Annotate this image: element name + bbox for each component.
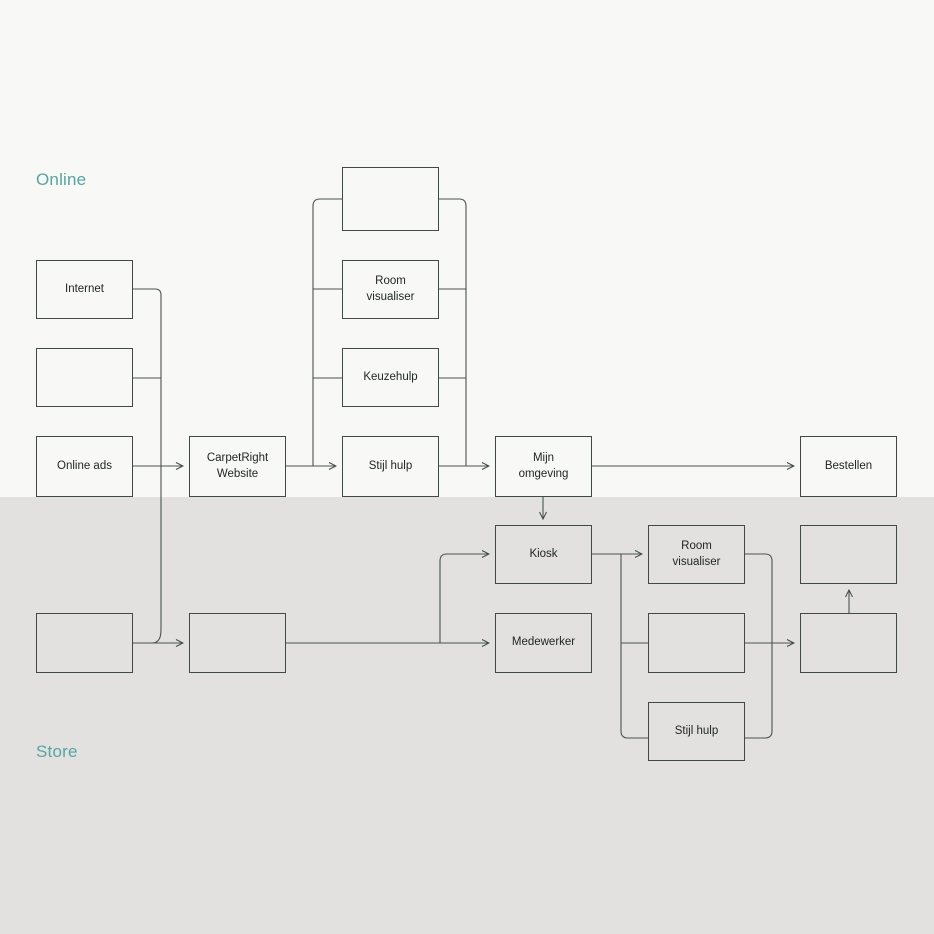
wire-second-to-kiosk [439,554,489,643]
node-label: Kiosk [529,547,558,560]
zone-label-store: Store [36,742,78,761]
node-online-blank-2[interactable] [342,167,439,231]
node-label: Medewerker [511,636,576,649]
node-online-ads[interactable]: Online ads [36,436,133,497]
node-online-blank-1[interactable] [36,348,133,407]
wire-internet-trunk [133,288,162,644]
node-label: Keuzehulp [363,370,418,383]
node-label: Stijl hulp [368,459,413,472]
node-store-blank-mid[interactable] [648,613,745,673]
node-mijn-omgeving[interactable]: Mijn omgeving [495,436,592,497]
node-bestellen[interactable]: Bestellen [800,436,897,497]
node-medewerker[interactable]: Medewerker [495,613,592,673]
store-zone-background [0,497,934,934]
node-store-blank-top-right[interactable] [800,525,897,584]
wire-trunk-mid-left [312,198,342,466]
node-room-visualiser-online[interactable]: Room visualiser [342,260,439,319]
node-stijl-hulp-online[interactable]: Stijl hulp [342,436,439,497]
node-label: Internet [65,282,104,295]
node-label: Mijn omgeving [518,451,569,480]
node-room-visualiser-store[interactable]: Room visualiser [648,525,745,584]
node-label: Room visualiser [366,274,415,303]
node-store-blank-left[interactable] [36,613,133,673]
node-kiosk[interactable]: Kiosk [495,525,592,584]
node-keuzehulp[interactable]: Keuzehulp [342,348,439,407]
zone-label-online: Online [36,170,87,189]
node-label: Stijl hulp [674,724,719,737]
node-store-blank-bottom-right[interactable] [800,613,897,673]
wire-store-trunk-left [620,554,648,739]
node-label: Room visualiser [672,539,721,568]
node-stijl-hulp-store[interactable]: Stijl hulp [648,702,745,761]
wire-right-trunk [439,198,467,466]
node-label: Online ads [57,459,112,472]
wire-store-trunk-right [745,553,773,739]
online-zone-background [0,0,934,497]
node-carpetright-website[interactable]: CarpetRight Website [189,436,286,497]
node-internet[interactable]: Internet [36,260,133,319]
node-label: Bestellen [824,459,873,472]
node-label: CarpetRight Website [206,451,269,480]
node-store-blank-second[interactable] [189,613,286,673]
